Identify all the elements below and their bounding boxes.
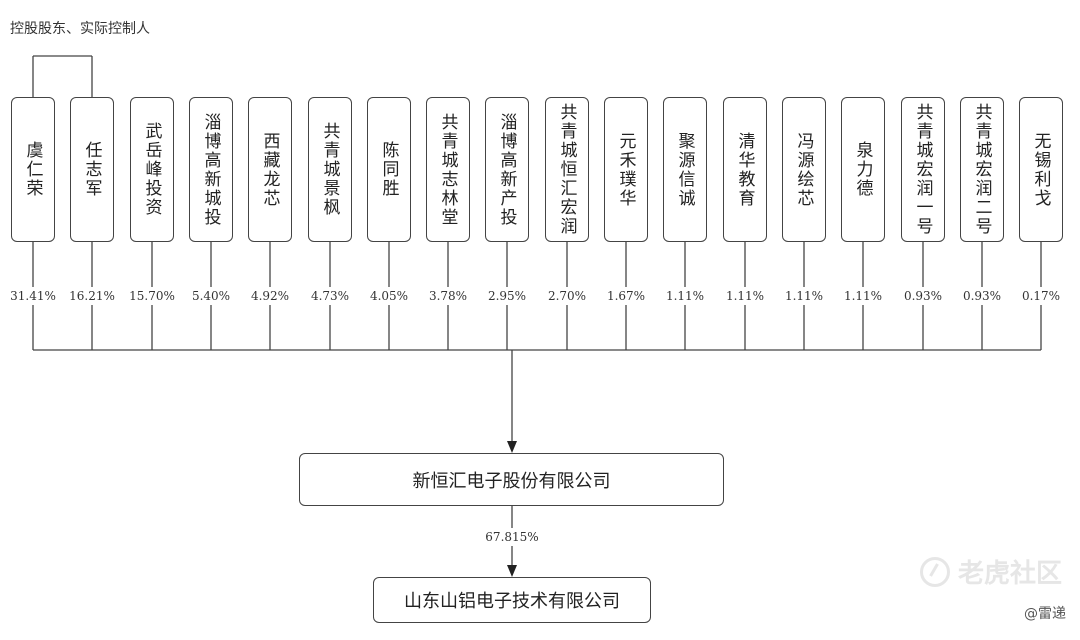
shareholder-percentage: 1.11% xyxy=(828,287,898,305)
shareholder-name: 武岳峰投资 xyxy=(141,122,162,217)
subsidiary-arrow-head xyxy=(507,565,517,577)
shareholder-percentage: 4.73% xyxy=(295,287,365,305)
watermark-text: 老虎社区 xyxy=(957,559,1062,589)
shareholder-box: 淄博高新城投 xyxy=(189,97,233,242)
shareholder-box: 共青城宏润一号 xyxy=(901,97,945,242)
shareholder-name: 淄博高新产投 xyxy=(496,112,517,227)
shareholder-box: 共青城景枫 xyxy=(308,97,352,242)
shareholder-name: 虞仁荣 xyxy=(22,141,43,198)
shareholder-box: 西藏龙芯 xyxy=(248,97,292,242)
shareholder-percentage: 0.93% xyxy=(947,287,1017,305)
attribution-text: @雷递 xyxy=(1024,606,1066,622)
shareholder-percentage: 31.41% xyxy=(0,287,68,305)
shareholder-name: 共青城宏润二号 xyxy=(971,103,992,236)
shareholder-box: 共青城恒汇宏润 xyxy=(545,97,589,242)
shareholder-name: 共青城宏润一号 xyxy=(912,103,933,236)
shareholder-name: 淄博高新城投 xyxy=(200,112,221,227)
shareholder-box: 任志军 xyxy=(70,97,114,242)
shareholder-percentage: 1.11% xyxy=(769,287,839,305)
shareholder-name: 西藏龙芯 xyxy=(259,131,280,208)
shareholder-name: 无锡利戈 xyxy=(1030,131,1051,208)
shareholder-name: 聚源信诚 xyxy=(674,131,695,208)
shareholder-name: 共青城景枫 xyxy=(319,122,340,217)
shareholder-box: 清华教育 xyxy=(723,97,767,242)
shareholder-name: 泉力德 xyxy=(852,141,873,198)
shareholder-percentage: 3.78% xyxy=(413,287,483,305)
parent-company-box: 新恒汇电子股份有限公司 xyxy=(299,453,724,506)
controlling-shareholder-label: 控股股东、实际控制人 xyxy=(10,21,150,37)
shareholder-box: 无锡利戈 xyxy=(1019,97,1063,242)
shareholder-percentage: 15.70% xyxy=(117,287,187,305)
shareholder-name: 共青城恒汇宏润 xyxy=(556,103,577,236)
shareholder-box: 冯源绘芯 xyxy=(782,97,826,242)
subsidiary-company-box: 山东山铝电子技术有限公司 xyxy=(373,577,651,623)
shareholder-percentage: 16.21% xyxy=(57,287,127,305)
shareholder-name: 共青城志林堂 xyxy=(437,112,458,227)
shareholder-box: 虞仁荣 xyxy=(11,97,55,242)
shareholder-percentage: 1.67% xyxy=(591,287,661,305)
shareholder-box: 聚源信诚 xyxy=(663,97,707,242)
shareholder-box: 陈同胜 xyxy=(367,97,411,242)
shareholder-percentage: 1.11% xyxy=(710,287,780,305)
shareholder-percentage: 5.40% xyxy=(176,287,246,305)
subsidiary-percentage: 67.815% xyxy=(477,528,547,546)
shareholder-box: 武岳峰投资 xyxy=(130,97,174,242)
shareholder-percentage: 2.95% xyxy=(472,287,542,305)
shareholder-name: 冯源绘芯 xyxy=(793,131,814,208)
shareholder-percentage: 4.05% xyxy=(354,287,424,305)
shareholder-box: 泉力德 xyxy=(841,97,885,242)
shareholder-name: 任志军 xyxy=(81,141,102,198)
shareholder-box: 淄博高新产投 xyxy=(485,97,529,242)
shareholder-name: 清华教育 xyxy=(734,131,755,208)
shareholder-percentage: 2.70% xyxy=(532,287,602,305)
shareholder-box: 共青城宏润二号 xyxy=(960,97,1004,242)
shareholder-box: 元禾璞华 xyxy=(604,97,648,242)
tiger-logo-icon xyxy=(919,556,950,587)
parent-arrow-head xyxy=(507,441,517,453)
shareholder-percentage: 0.93% xyxy=(888,287,958,305)
shareholder-name: 陈同胜 xyxy=(378,141,399,198)
shareholder-box: 共青城志林堂 xyxy=(426,97,470,242)
shareholder-name: 元禾璞华 xyxy=(615,131,636,208)
watermark: 老虎社区 xyxy=(919,553,1062,590)
shareholder-percentage: 0.17% xyxy=(1006,287,1076,305)
shareholder-percentage: 4.92% xyxy=(235,287,305,305)
shareholder-percentage: 1.11% xyxy=(650,287,720,305)
